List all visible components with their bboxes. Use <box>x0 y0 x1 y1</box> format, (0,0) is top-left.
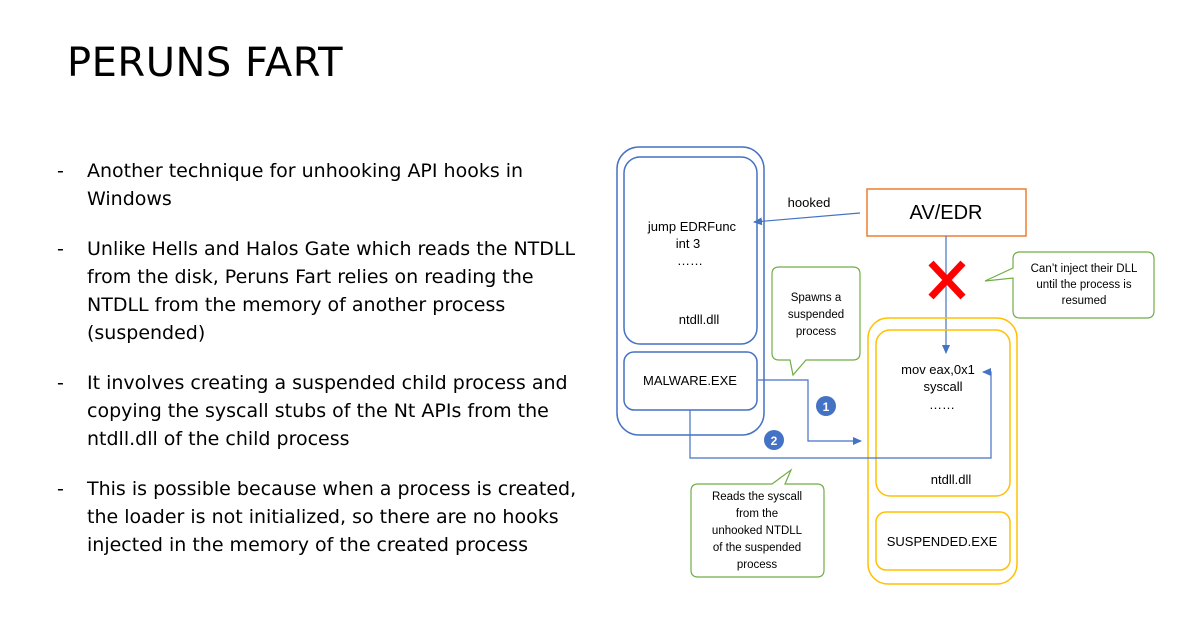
svg-text:1: 1 <box>823 400 830 414</box>
cant-inject-line2: until the process is <box>1036 279 1131 291</box>
blocked-x-icon <box>928 260 966 300</box>
bullet-item: - Unlike Hells and Halos Gate which read… <box>57 235 577 347</box>
suspended-ntdll-label: ntdll.dll <box>931 472 972 487</box>
spawns-line3: process <box>796 326 837 338</box>
bullet-dash: - <box>57 372 64 394</box>
hooked-arrow <box>753 212 861 226</box>
reads-line2: from the <box>736 508 778 520</box>
cant-inject-callout <box>984 251 1155 319</box>
page-title: PERUNS FART <box>67 40 344 86</box>
bullet-list: - Another technique for unhooking API ho… <box>57 157 577 581</box>
suspended-ntdll-line3: …… <box>929 397 955 412</box>
bullet-text: Another technique for unhooking API hook… <box>87 160 524 210</box>
reads-callout <box>690 468 825 578</box>
reads-line5: process <box>737 559 778 571</box>
bullet-text: Unlike Hells and Halos Gate which reads … <box>87 238 576 344</box>
svg-text:2: 2 <box>771 434 778 448</box>
spawns-line1: Spawns a <box>791 292 842 304</box>
hooked-label: hooked <box>788 195 831 210</box>
suspended-ntdll-line1: mov eax,0x1 <box>901 362 975 377</box>
step-2-badge: 2 <box>764 430 784 450</box>
cant-inject-line3: resumed <box>1062 295 1107 307</box>
bullet-item: - It involves creating a suspended child… <box>57 369 577 453</box>
suspended-exe-label: SUSPENDED.EXE <box>887 534 998 549</box>
suspended-ntdll-line2: syscall <box>923 379 962 394</box>
reads-line4: of the suspended <box>713 542 801 554</box>
bullet-dash: - <box>57 238 64 260</box>
malware-ntdll-line1: jump EDRFunc <box>647 219 737 234</box>
suspended-process-container <box>867 317 1018 585</box>
read-arrow <box>689 368 992 459</box>
malware-ntdll-line2: int 3 <box>676 236 701 251</box>
avedr-box <box>866 188 1027 237</box>
malware-ntdll-line3: …… <box>677 253 703 268</box>
spawn-arrow <box>758 379 862 445</box>
cant-inject-line1: Can’t inject their DLL <box>1031 263 1138 275</box>
bullet-item: - This is possible because when a proces… <box>57 475 577 559</box>
bullet-dash: - <box>57 478 64 500</box>
spawns-callout <box>771 266 861 377</box>
bullet-item: - Another technique for unhooking API ho… <box>57 157 577 213</box>
bullet-text: This is possible because when a process … <box>87 478 577 556</box>
bullet-dash: - <box>57 160 64 182</box>
malware-exe-label: MALWARE.EXE <box>643 373 737 388</box>
malware-process-container <box>616 146 765 436</box>
spawns-line2: suspended <box>788 309 844 321</box>
avedr-label: AV/EDR <box>910 202 983 224</box>
bullet-text: It involves creating a suspended child p… <box>87 372 568 450</box>
malware-ntdll-label: ntdll.dll <box>679 312 720 327</box>
reads-line3: unhooked NTDLL <box>712 525 803 537</box>
step-1-badge: 1 <box>816 396 836 416</box>
suspended-ntdll-box <box>875 329 1011 497</box>
suspended-exe-box <box>875 511 1011 571</box>
reads-line1: Reads the syscall <box>712 491 802 503</box>
malware-ntdll-box <box>623 156 758 345</box>
